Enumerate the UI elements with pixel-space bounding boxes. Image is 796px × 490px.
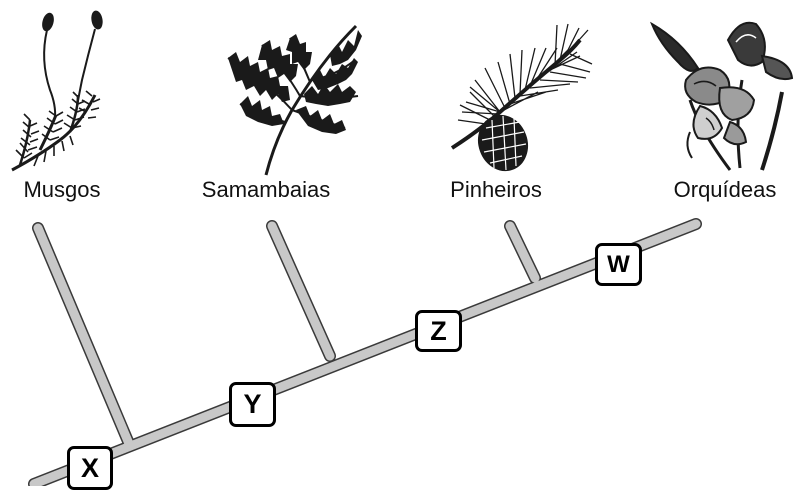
node-z-label: Z: [430, 315, 447, 346]
label-orquideas: Orquídeas: [673, 177, 777, 202]
node-w: W: [595, 243, 642, 286]
branch-musgos: [33, 223, 135, 451]
main-branch: [29, 219, 701, 486]
branch-samambaias: [267, 221, 335, 361]
pine-illustration: [450, 23, 593, 172]
label-pinheiros: Pinheiros: [450, 177, 542, 202]
label-samambaias: Samambaias: [201, 177, 331, 202]
branch-pinheiros: [505, 221, 540, 283]
node-x-label: X: [80, 452, 99, 483]
node-w-label: W: [607, 250, 630, 278]
node-y: Y: [229, 382, 276, 427]
label-musgos: Musgos: [23, 177, 101, 202]
fern-illustration: [227, 24, 362, 176]
orchid-illustration: [650, 21, 794, 171]
moss-illustration: [11, 10, 103, 172]
node-z: Z: [415, 310, 462, 352]
node-x: X: [67, 446, 113, 490]
node-y-label: Y: [243, 389, 262, 419]
branches: [29, 219, 701, 486]
